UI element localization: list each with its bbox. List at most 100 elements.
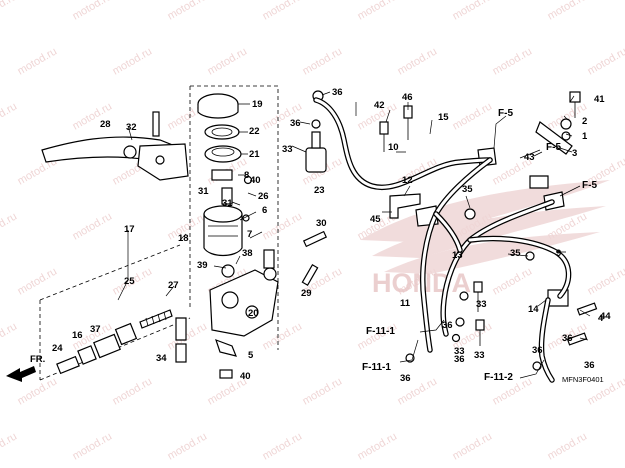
ref-arrows (399, 115, 581, 379)
callout-label: 37 (90, 324, 101, 335)
callout-label: 35 (510, 248, 521, 259)
front-direction-label: FR. (30, 354, 45, 365)
watermark-text: motod.ru (111, 375, 155, 407)
callout-label: 18 (178, 233, 189, 244)
watermark-text: motod.ru (261, 320, 305, 352)
callout-label: 15 (438, 112, 449, 123)
callout-label: 13 (452, 250, 463, 261)
watermark-text: motod.ru (451, 100, 495, 132)
reservoir-group-outline (189, 85, 279, 350)
master-cylinder-group-outline (39, 244, 191, 381)
watermark-text: motod.ru (0, 430, 19, 462)
callout-label: 24 (52, 343, 63, 354)
ref-label-f11-1-upper: F-11-1 (366, 326, 395, 337)
callout-label: 30 (316, 218, 327, 229)
callout-label: 32 (126, 122, 137, 133)
callout-label: 29 (301, 288, 312, 299)
callout-label: 26 (258, 191, 269, 202)
watermark-text: motod.ru (166, 0, 210, 23)
watermark-text: motod.ru (301, 45, 345, 77)
callout-label: 36 (454, 354, 465, 365)
callout-label: 42 (374, 100, 385, 111)
callout-label: 2 (582, 116, 587, 127)
callout-label: 38 (242, 248, 253, 259)
ref-label-f11-2: F-11-2 (484, 372, 513, 383)
watermark-text: motod.ru (0, 210, 19, 242)
watermark-text: motod.ru (261, 0, 305, 23)
watermark-text: motod.ru (586, 45, 625, 77)
ref-label-f11-1-lower: F-11-1 (362, 362, 391, 373)
callout-label: 22 (249, 126, 260, 137)
callout-label: 7 (247, 229, 252, 240)
ref-label-f5-right: F-5 (582, 180, 597, 191)
callout-label: 10 (388, 142, 399, 153)
callout-label: 36 (442, 320, 453, 331)
callout-label: 5 (248, 350, 254, 361)
watermark-text: motod.ru (586, 265, 625, 297)
watermark-text: motod.ru (0, 320, 19, 352)
watermark-text: motod.ru (111, 45, 155, 77)
callout-label: 36 (532, 345, 543, 356)
callout-label: 31 (198, 186, 209, 197)
callout-label: 36 (562, 333, 573, 344)
callout-label: 14 (528, 304, 539, 315)
ref-label-f5-mid: F-5 (546, 142, 561, 153)
watermark-text: motod.ru (261, 430, 305, 462)
watermark-text: motod.ru (301, 375, 345, 407)
watermark-text: motod.ru (546, 430, 590, 462)
callout-label: 33 (282, 144, 293, 155)
callout-label: 31 (222, 198, 233, 209)
callout-label: 43 (524, 152, 535, 163)
watermark-text: motod.ru (451, 430, 495, 462)
watermark-text: motod.ru (71, 430, 115, 462)
callout-label: 27 (168, 280, 179, 291)
watermark-text: motod.ru (71, 0, 115, 23)
callout-label: 9 (556, 248, 561, 259)
callout-label: 25 (124, 276, 135, 287)
piston-assembly (56, 309, 173, 375)
callout-label: 17 (124, 224, 135, 235)
watermark-text: motod.ru (166, 430, 210, 462)
watermark-text: motod.ru (71, 210, 115, 242)
callout-label: 41 (594, 94, 605, 105)
callout-label: 39 (197, 260, 208, 271)
fastener-parts (301, 91, 598, 371)
watermark-text: motod.ru (491, 45, 535, 77)
watermark-text: motod.ru (356, 430, 400, 462)
leader-lines (117, 91, 591, 341)
brake-switch (305, 90, 327, 173)
watermark-text: motod.ru (206, 45, 250, 77)
callout-label: 1 (582, 131, 588, 142)
callout-label: 23 (314, 185, 325, 196)
callout-label: 21 (249, 149, 260, 160)
callout-label: 36 (290, 118, 301, 129)
ref-label-f5-top: F-5 (498, 108, 513, 119)
callout-label: 36 (584, 360, 595, 371)
callout-label: 12 (402, 175, 413, 186)
watermark-text: motod.ru (491, 265, 535, 297)
callout-label: 20 (248, 308, 259, 319)
brake-lever (41, 111, 189, 181)
watermark-text: motod.ru (0, 100, 19, 132)
watermark-text: motod.ru (356, 0, 400, 23)
watermark-text: motod.ru (451, 0, 495, 23)
reference-labels: F-5 F-5 F-5 F-11-1 F-11-1 F-11-2 (362, 108, 597, 383)
watermark-text: motod.ru (0, 0, 19, 23)
callout-label: 3 (572, 148, 577, 159)
callout-label: 40 (240, 371, 251, 382)
brake-hoses (313, 97, 572, 383)
callout-label: 33 (454, 346, 465, 357)
callout-label: 36 (332, 87, 343, 98)
callout-label: 44 (600, 311, 611, 322)
callout-label: 33 (476, 299, 487, 310)
callout-label: 16 (72, 330, 83, 341)
callout-label: 40 (250, 175, 261, 186)
callout-label: 33 (474, 350, 485, 361)
watermark-text: motod.ru (16, 265, 60, 297)
callout-label: 6 (262, 205, 267, 216)
callout-label: 34 (156, 353, 167, 364)
watermark-text: motod.ru (546, 0, 590, 23)
